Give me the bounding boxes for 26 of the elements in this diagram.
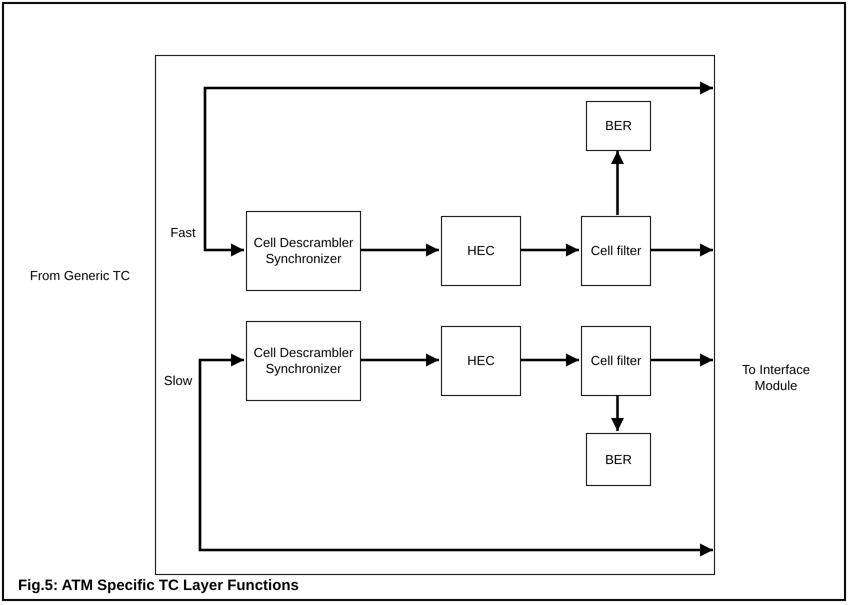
- process-box: Cell filter: [581, 326, 651, 396]
- frame-box: [155, 55, 715, 575]
- process-box: Cell Descrambler Synchronizer: [246, 211, 361, 291]
- arrow: [611, 395, 624, 431]
- line-label: Slow: [156, 371, 200, 391]
- arrow: [198, 380, 713, 556]
- arrow: [204, 232, 244, 256]
- arrow: [650, 244, 713, 256]
- arrow: [204, 82, 713, 232]
- figure-caption: Fig.5: ATM Specific TC Layer Functions: [18, 577, 299, 594]
- process-box: HEC: [441, 216, 521, 286]
- process-box: HEC: [441, 326, 521, 396]
- arrow: [360, 354, 439, 366]
- arrow: [611, 151, 624, 215]
- line-label: Fast: [161, 223, 205, 243]
- arrow: [520, 354, 579, 366]
- arrow: [198, 354, 244, 380]
- arrow: [520, 244, 579, 256]
- process-box: Cell filter: [581, 216, 651, 286]
- side-label: To Interface Module: [741, 362, 811, 394]
- process-box: BER: [586, 433, 651, 486]
- arrow: [360, 244, 439, 256]
- process-box: BER: [586, 101, 651, 151]
- side-label: From Generic TC: [28, 267, 132, 285]
- process-box: Cell Descrambler Synchronizer: [246, 321, 361, 401]
- arrow: [650, 354, 713, 366]
